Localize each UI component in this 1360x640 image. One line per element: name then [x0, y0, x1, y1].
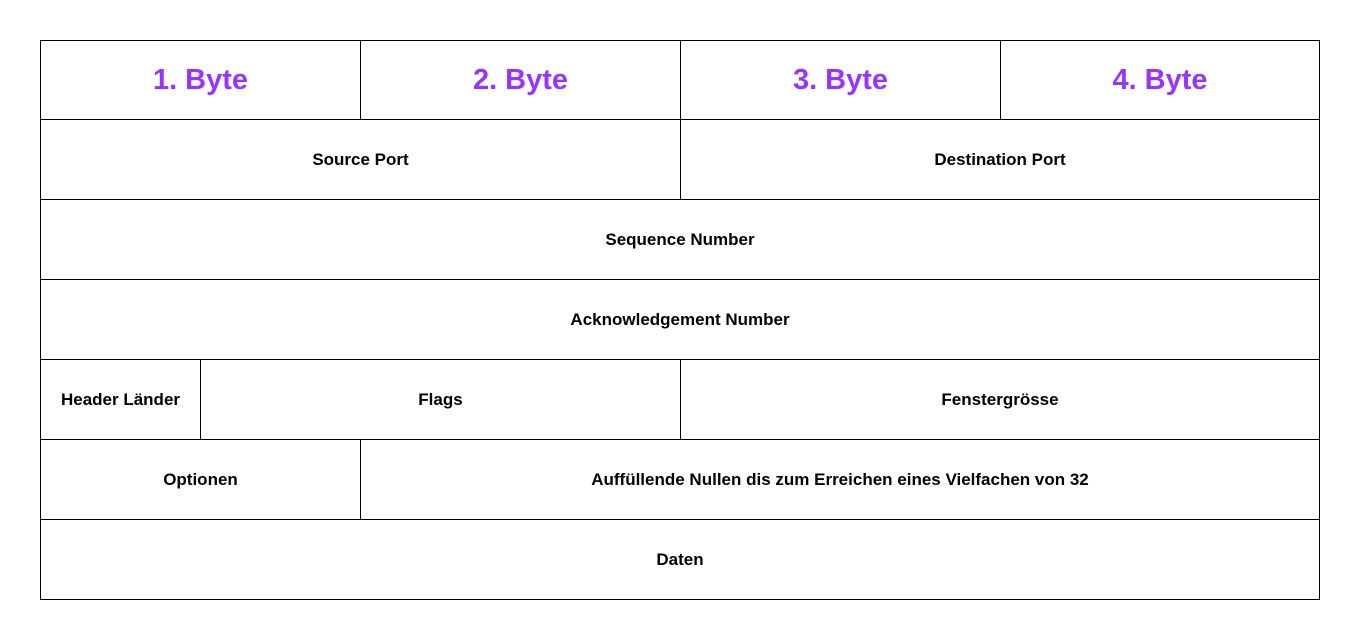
control-row: Header Länder Flags Fenstergrösse: [40, 359, 1320, 440]
byte-2-cell: 2. Byte: [360, 40, 681, 120]
ports-row: Source Port Destination Port: [40, 119, 1320, 200]
byte-4-cell: 4. Byte: [1000, 40, 1320, 120]
options-row: Optionen Auffüllende Nullen dis zum Erre…: [40, 439, 1320, 520]
sequence-row: Sequence Number: [40, 199, 1320, 280]
options-cell: Optionen: [40, 439, 361, 520]
source-port-cell: Source Port: [40, 119, 681, 200]
byte-3-cell: 3. Byte: [680, 40, 1001, 120]
destination-port-cell: Destination Port: [680, 119, 1320, 200]
tcp-header-diagram: 1. Byte 2. Byte 3. Byte 4. Byte Source P…: [40, 40, 1320, 600]
data-row: Daten: [40, 519, 1320, 600]
window-size-cell: Fenstergrösse: [680, 359, 1320, 440]
acknowledgement-row: Acknowledgement Number: [40, 279, 1320, 360]
header-length-cell: Header Länder: [40, 359, 201, 440]
acknowledgement-number-cell: Acknowledgement Number: [40, 279, 1320, 360]
sequence-number-cell: Sequence Number: [40, 199, 1320, 280]
flags-cell: Flags: [200, 359, 681, 440]
data-cell: Daten: [40, 519, 1320, 600]
byte-1-cell: 1. Byte: [40, 40, 361, 120]
padding-cell: Auffüllende Nullen dis zum Erreichen ein…: [360, 439, 1320, 520]
byte-header-row: 1. Byte 2. Byte 3. Byte 4. Byte: [40, 40, 1320, 120]
